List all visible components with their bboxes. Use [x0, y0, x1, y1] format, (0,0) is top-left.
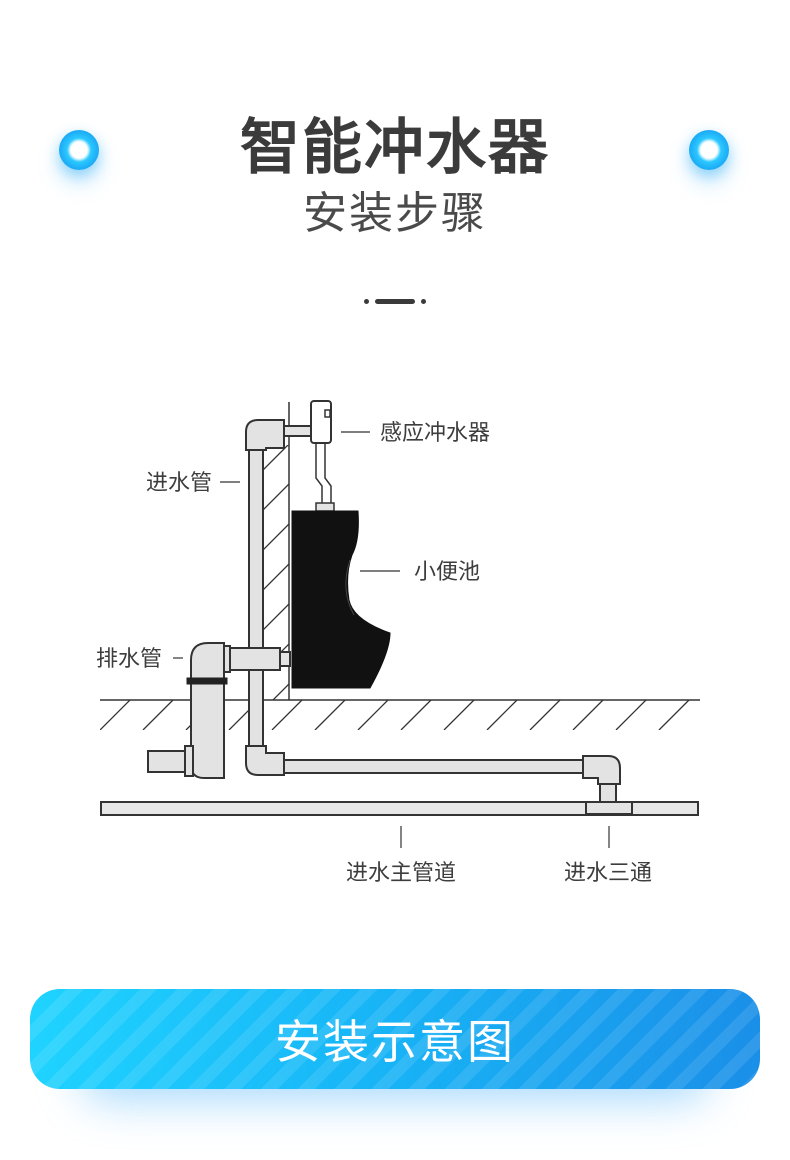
label-tee: 进水三通 — [564, 861, 652, 886]
divider-dot-right — [421, 299, 426, 304]
diagram-banner: 安装示意图 — [30, 989, 760, 1089]
sensor-flusher — [310, 400, 335, 512]
decorative-orb-right — [689, 130, 729, 170]
divider-dot-left — [364, 299, 369, 304]
label-main-pipe: 进水主管道 — [346, 861, 456, 886]
label-inlet-pipe: 进水管 — [146, 471, 212, 496]
label-flusher: 感应冲水器 — [380, 421, 490, 446]
decorative-orb-left — [59, 130, 99, 170]
label-urinal: 小便池 — [414, 560, 480, 585]
divider-bar — [375, 299, 415, 304]
drain-pipe — [147, 642, 291, 779]
label-drain-pipe: 排水管 — [96, 647, 162, 672]
main-water-pipe — [100, 801, 699, 816]
urinal — [291, 510, 391, 689]
inlet-pipe — [245, 419, 633, 815]
page-title: 智能冲水器 — [240, 113, 550, 183]
urinal-highlight — [345, 559, 355, 616]
installation-diagram: 感应冲水器 进水管 小便池 排水管 进水主管道 进水三通 — [96, 400, 700, 886]
page-subtitle: 安装步骤 — [303, 188, 487, 239]
banner-label: 安装示意图 — [275, 1015, 515, 1069]
